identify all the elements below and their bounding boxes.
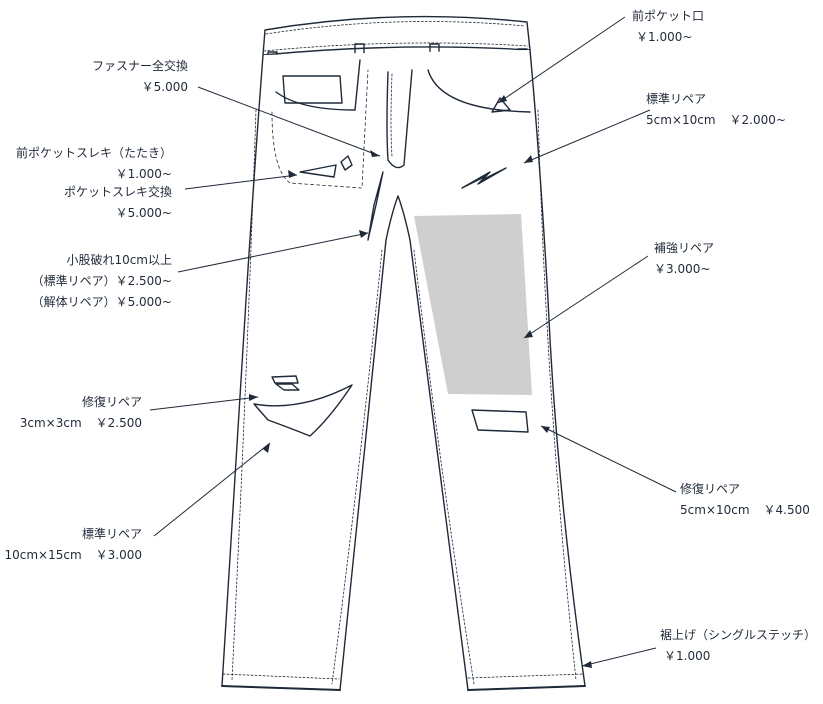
- label-hem: 裾上げ（シングルステッチ） ￥1.000: [660, 628, 817, 663]
- label-std-repair-b: 標準リペア 10cm×15cm￥3.000: [4, 527, 142, 562]
- label-pocket-scrape: 前ポケットスレキ（たたき） ￥1.000~: [15, 146, 172, 181]
- tear-mark: [340, 155, 353, 171]
- leader-line: [153, 442, 271, 537]
- label-repair-small: 修復リペア 3cm×3cm￥2.500: [19, 395, 142, 430]
- large-tear: [253, 384, 353, 437]
- knee-tear: [471, 409, 529, 433]
- leader-line: [197, 86, 381, 157]
- waistband: [262, 15, 531, 56]
- leader-line: [184, 174, 298, 190]
- label-crotch: 小股破れ10cm以上 （標準リペア）￥2.500~ （解体リペア）￥5.000~: [31, 253, 172, 309]
- leader-line: [523, 255, 649, 339]
- tear-mark: [299, 164, 337, 178]
- label-std-repair-a: 標準リペア 5cm×10cm￥2.000~: [646, 92, 786, 127]
- lightning-tear: [461, 167, 507, 189]
- coin-pocket: [282, 75, 343, 104]
- label-pocket-cloth: ポケットスレキ交換 ￥5.000~: [63, 185, 172, 220]
- leader-line: [149, 396, 259, 411]
- label-repair-large: 修復リペア 5cm×10cm￥4.500: [680, 482, 810, 517]
- label-zipper: ファスナー全交換 ￥5.000: [91, 59, 188, 94]
- leader-line: [497, 16, 626, 104]
- leader-line: [523, 109, 651, 164]
- pocket-tear: [491, 97, 511, 113]
- reinforce-patch: [414, 214, 532, 395]
- label-front-pocket-mouth: 前ポケット口 ￥1.000~: [632, 9, 705, 44]
- jeans-outline: [221, 49, 586, 691]
- small-tear: [271, 375, 299, 384]
- pocket-bag: [271, 69, 369, 189]
- crotch-tear: [367, 171, 384, 241]
- leader-line: [581, 647, 657, 667]
- small-tear: [275, 383, 300, 391]
- label-reinforce: 補強リペア ￥3.000~: [654, 241, 715, 276]
- leader-line: [177, 232, 369, 273]
- leader-line: [540, 425, 677, 493]
